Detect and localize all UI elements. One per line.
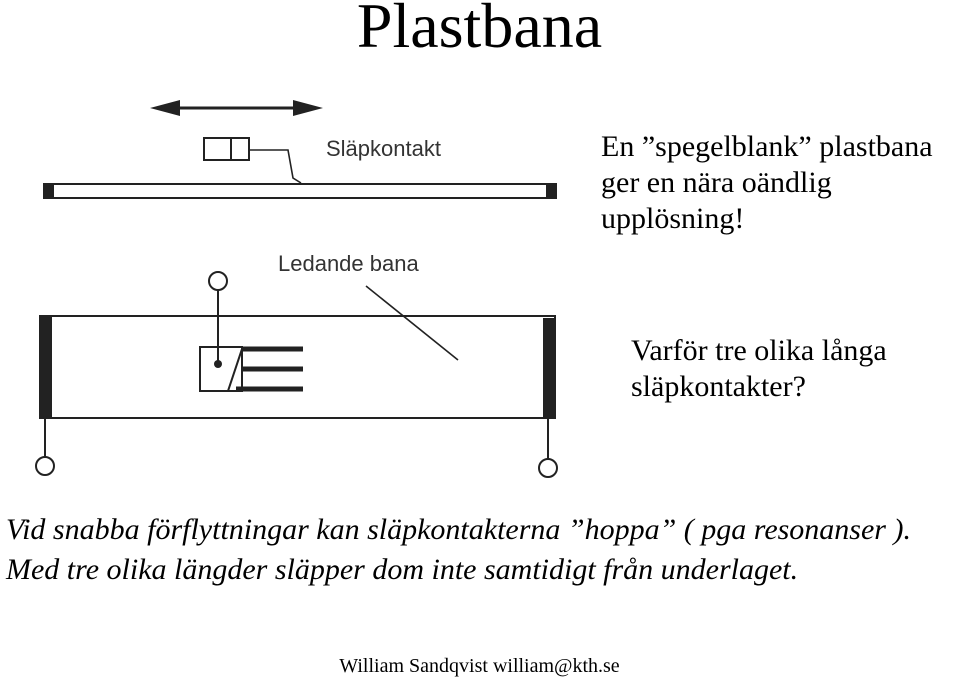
track-label: Ledande bana (278, 251, 419, 276)
contact-label: Släpkontakt (326, 136, 441, 161)
slide-title: Plastbana (356, 0, 603, 61)
footer-author: William Sandqvist (339, 655, 488, 677)
end-terminals (35, 418, 558, 478)
movement-arrow-icon (150, 100, 323, 116)
mirror-track-note: En ”spegelblank” plastbana ger en nära o… (601, 130, 933, 235)
conductive-track (39, 315, 556, 419)
track-pointer-line (365, 285, 459, 361)
footer-email: william@kth.se (492, 655, 620, 677)
sliding-contact-block (203, 137, 302, 184)
slide-footer: William Sandqvist william@kth.se (0, 655, 959, 678)
explanation-paragraph: Vid snabba förflyttningar kan släpkontak… (6, 513, 911, 586)
wiper-terminal (208, 271, 228, 368)
top-rail (43, 183, 557, 199)
wiper-fingers (199, 346, 303, 392)
potentiometer-diagram: Släpkontakt Ledande bana (35, 100, 558, 478)
three-contacts-question: Varför tre olika långa släpkontakter? (631, 334, 887, 403)
